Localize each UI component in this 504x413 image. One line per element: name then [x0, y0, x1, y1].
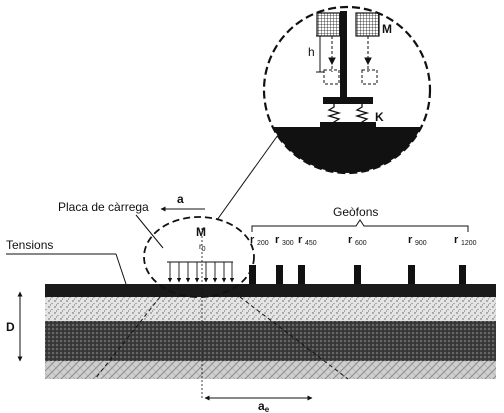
label-r0: r0	[199, 242, 206, 253]
label-geofons: Geòfons	[333, 205, 378, 219]
subbase-layer	[45, 321, 496, 361]
geophones: r 200 r 300 r 450 r 600 r 900 r 1200	[249, 234, 477, 284]
label-ae: ae	[258, 399, 270, 413]
spring-icon	[326, 104, 342, 127]
label-placa: Placa de càrrega	[58, 200, 149, 214]
label-a: a	[177, 192, 184, 206]
spring-icon-right	[354, 104, 370, 127]
placa-leader	[135, 214, 164, 249]
mass-grid-icon	[316, 12, 341, 37]
dimension-D: D	[6, 291, 23, 362]
svg-text:r: r	[348, 234, 353, 246]
zoom-base	[264, 127, 430, 173]
zoom-anvil	[323, 97, 373, 104]
geophone-1: r 200	[249, 234, 269, 284]
svg-text:r: r	[250, 234, 255, 246]
distributed-load-arrows	[167, 262, 235, 283]
svg-text:300: 300	[282, 240, 294, 247]
surface-layer	[45, 284, 496, 297]
svg-text:900: 900	[415, 240, 427, 247]
dimension-a: a	[160, 192, 205, 212]
geophone-2: r 300	[275, 234, 294, 284]
subgrade-layer	[45, 361, 496, 379]
svg-text:1200: 1200	[461, 240, 477, 247]
label-K: K	[375, 110, 384, 124]
zoom-detail: h M K	[262, 5, 432, 175]
load-plate-group: M r0	[143, 216, 255, 298]
label-M: M	[196, 225, 206, 239]
zoom-lower-plate	[320, 122, 376, 130]
dimension-ae: ae	[204, 395, 313, 413]
mass-grid-icon-right	[355, 12, 380, 37]
geofons-brace	[251, 219, 469, 232]
zoom-rod	[340, 11, 347, 97]
plate-detail-circle	[143, 216, 255, 298]
svg-text:r: r	[454, 234, 459, 246]
geophone-5: r 900	[408, 234, 427, 284]
svg-text:600: 600	[355, 240, 367, 247]
tensions-leader-diag	[115, 253, 127, 285]
geophone-4: r 600	[348, 234, 367, 284]
mass-dropped-right	[361, 69, 378, 85]
svg-text:450: 450	[305, 240, 317, 247]
pavement-structure	[45, 284, 496, 379]
geophone-3: r 450	[298, 234, 317, 284]
base-layer	[45, 297, 496, 321]
label-M-zoom: M	[382, 22, 392, 36]
geophone-6: r 1200	[454, 234, 477, 284]
label-D: D	[6, 320, 15, 334]
svg-text:200: 200	[257, 240, 269, 247]
mass-dropped-left	[323, 69, 340, 85]
svg-text:r: r	[275, 234, 280, 246]
svg-text:r: r	[298, 234, 303, 246]
zoom-circle-outline	[262, 5, 432, 175]
zoom-connector	[216, 127, 284, 221]
stress-cone	[94, 296, 349, 380]
svg-text:r: r	[408, 234, 413, 246]
label-h: h	[308, 45, 315, 59]
label-tensions: Tensions	[6, 238, 53, 252]
